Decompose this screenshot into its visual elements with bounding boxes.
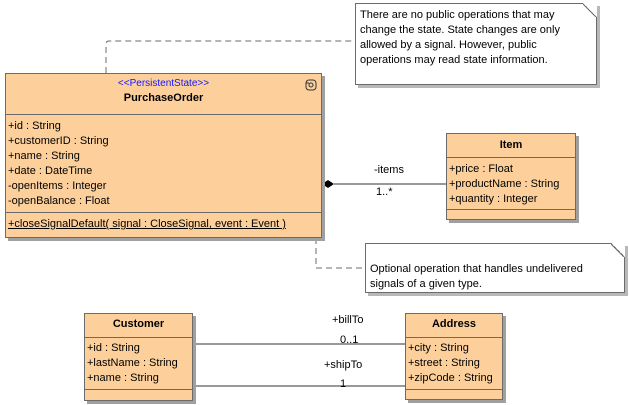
customer-attribute: +lastName : String	[87, 357, 178, 369]
purchase-order-attribute: -openItems : Integer	[8, 180, 107, 192]
customer-attribute: +id : String	[87, 342, 140, 354]
operation-note-anchor	[315, 238, 366, 269]
item-attribute: +quantity : Integer	[449, 193, 538, 205]
customer-attribute: +name : String	[87, 372, 159, 384]
composition-diamond-icon	[322, 180, 334, 188]
customer-name: Customer	[112, 318, 165, 330]
billto-multiplicity-label: 0..1	[340, 334, 359, 346]
shipto-role-label: +shipTo	[324, 359, 363, 371]
purchase-order-attribute: +date : DateTime	[8, 165, 93, 177]
item-class[interactable]: Item +price : Float +productName : Strin…	[446, 133, 576, 220]
address-attribute: +street : String	[408, 357, 480, 369]
address-attribute: +zipCode : String	[408, 372, 493, 384]
state-note-line: change the state. State changes are only	[360, 24, 560, 36]
operation-note-line: signals of a given type.	[370, 278, 482, 290]
customer-class[interactable]: Customer +id : String +lastName : String…	[84, 313, 193, 401]
purchase-order-class[interactable]: <<PersistentState>> PurchaseOrder +id : …	[5, 73, 322, 238]
state-note-anchor	[105, 40, 357, 73]
address-class[interactable]: Address +city : String +street : String …	[405, 313, 503, 400]
operation-note: Optional operation that handles undelive…	[365, 243, 625, 293]
address-name: Address	[431, 318, 477, 330]
operation-note-line: Optional operation that handles undelive…	[370, 263, 583, 275]
purchase-order-stereotype: <<PersistentState>>	[117, 78, 210, 89]
item-attribute: +productName : String	[449, 178, 560, 190]
state-note-line: There are no public operations that may	[360, 9, 555, 21]
state-note-line: allowed by a signal. However, public	[360, 39, 537, 51]
shipto-multiplicity-label: 1	[340, 378, 347, 390]
purchase-order-name: PurchaseOrder	[123, 92, 204, 104]
purchase-order-attribute: -openBalance : Float	[8, 195, 110, 207]
note-corner-icon	[583, 3, 597, 17]
state-machine-icon	[305, 79, 317, 91]
items-role-label: -items	[374, 164, 404, 176]
purchase-order-attribute: +name : String	[8, 150, 80, 162]
purchase-order-operation: +closeSignalDefault( signal : CloseSigna…	[8, 218, 286, 230]
item-name: Item	[499, 139, 523, 151]
address-attribute: +city : String	[408, 342, 469, 354]
state-note: There are no public operations that may …	[355, 3, 597, 85]
purchase-order-attribute: +customerID : String	[8, 135, 109, 147]
note-corner-icon	[611, 243, 625, 257]
items-multiplicity-label: 1..*	[376, 186, 393, 198]
item-attribute: +price : Float	[449, 163, 513, 175]
purchase-order-attribute: +id : String	[8, 120, 61, 132]
state-note-line: operations may read state information.	[360, 54, 548, 66]
billto-role-label: +billTo	[332, 314, 364, 326]
